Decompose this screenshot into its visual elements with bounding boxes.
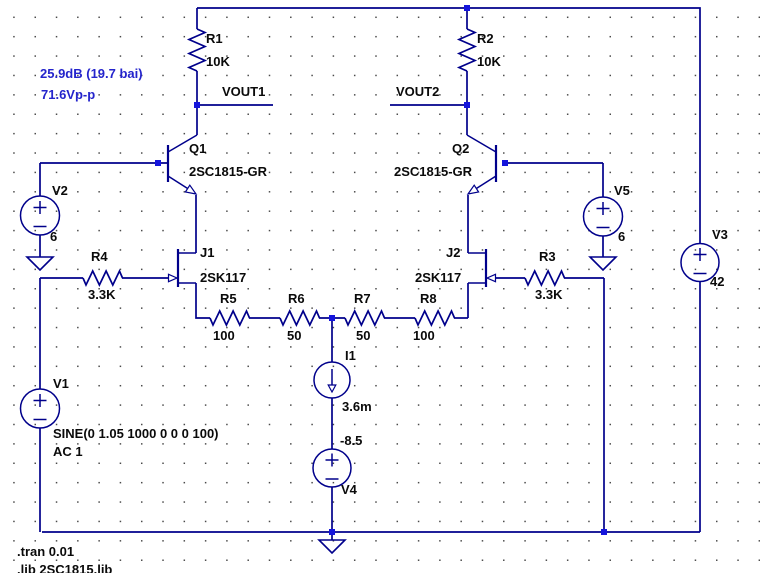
plus-icon (325, 453, 339, 467)
wire-top-rail[interactable] (197, 7, 701, 243)
ground-icon-main[interactable] (317, 539, 347, 555)
r8-value-label[interactable]: 100 (413, 328, 435, 343)
j1-value-label[interactable]: 2SK117 (200, 270, 247, 285)
q1-npn-symbol[interactable] (166, 134, 198, 195)
comment-gain-db[interactable]: 25.9dB (19.7 bai) (40, 66, 143, 81)
r3-name-label[interactable]: R3 (539, 249, 556, 264)
q1-emitter-arrow-icon (184, 184, 198, 195)
v2-value-label[interactable]: 6 (50, 229, 58, 244)
v4-name-label[interactable]: V4 (341, 482, 357, 497)
r2-resistor-symbol[interactable] (456, 28, 478, 72)
ground-icon-v2[interactable] (25, 256, 55, 272)
net-label-vout1[interactable]: VOUT1 (222, 84, 266, 99)
r4-name-label[interactable]: R4 (91, 249, 108, 264)
r2-name-label[interactable]: R2 (477, 31, 494, 46)
v1-sine-label[interactable]: SINE(0 1.05 1000 0 0 0 100) (53, 426, 219, 441)
j1-gate-arrow-icon (167, 273, 179, 283)
r8-resistor-symbol[interactable] (414, 308, 456, 328)
junction-dots (155, 5, 607, 535)
v3-value-label[interactable]: 42 (710, 274, 725, 289)
j1-name-label[interactable]: J1 (200, 245, 215, 260)
net-label-vout2[interactable]: VOUT2 (396, 84, 440, 99)
plus-icon (33, 201, 47, 214)
comment-gain-vpp[interactable]: 71.6Vp-p (41, 87, 96, 102)
v3-voltage-source-symbol[interactable] (680, 242, 720, 283)
r1-name-label[interactable]: R1 (206, 31, 223, 46)
i1-name-label[interactable]: I1 (345, 348, 356, 363)
v2-name-label[interactable]: V2 (52, 183, 68, 198)
r5-value-label[interactable]: 100 (213, 328, 235, 343)
r4-resistor-symbol[interactable] (82, 268, 124, 288)
r7-resistor-symbol[interactable] (344, 308, 386, 328)
r6-name-label[interactable]: R6 (288, 291, 305, 306)
i1-value-label[interactable]: 3.6m (342, 399, 372, 414)
v5-name-label[interactable]: V5 (614, 183, 630, 198)
plus-icon (33, 394, 47, 407)
i1-current-source-symbol[interactable] (313, 361, 351, 399)
v1-name-label[interactable]: V1 (53, 376, 69, 391)
r3-value-label[interactable]: 3.3K (535, 287, 563, 302)
j2-name-label[interactable]: J2 (446, 245, 461, 260)
j2-value-label[interactable]: 2SK117 (415, 270, 462, 285)
r1-resistor-symbol[interactable] (186, 28, 208, 72)
r8-name-label[interactable]: R8 (420, 291, 437, 306)
wire-net[interactable] (39, 7, 701, 540)
current-arrow-icon (327, 384, 337, 394)
q2-value-label[interactable]: 2SC1815-GR (394, 164, 473, 179)
spice-directive-tran[interactable]: .tran 0.01 (17, 544, 75, 559)
q2-npn-symbol[interactable] (466, 134, 498, 195)
v4-voltage-source-symbol[interactable] (312, 448, 352, 488)
v5-voltage-source-symbol[interactable] (582, 196, 624, 237)
spice-directive-lib[interactable]: .lib 2SC1815.lib (17, 562, 113, 573)
r5-name-label[interactable]: R5 (220, 291, 237, 306)
q2-name-label[interactable]: Q2 (452, 141, 470, 156)
q1-value-label[interactable]: 2SC1815-GR (189, 164, 268, 179)
r7-value-label[interactable]: 50 (356, 328, 371, 343)
j2-jfet-symbol[interactable] (468, 249, 497, 287)
v4-value-label[interactable]: -8.5 (340, 433, 363, 448)
v5-value-label[interactable]: 6 (618, 229, 626, 244)
r5-resistor-symbol[interactable] (209, 308, 251, 328)
v1-ac-label[interactable]: AC 1 (53, 444, 83, 459)
v2-voltage-source-symbol[interactable] (19, 195, 61, 236)
ground-icon-v5[interactable] (588, 256, 618, 272)
j1-jfet-symbol[interactable] (167, 249, 197, 287)
v3-name-label[interactable]: V3 (712, 227, 728, 242)
r1-value-label[interactable]: 10K (206, 54, 230, 69)
plus-icon (596, 202, 610, 215)
r6-value-label[interactable]: 50 (287, 328, 302, 343)
r6-resistor-symbol[interactable] (279, 308, 321, 328)
q2-emitter-arrow-icon (466, 184, 480, 195)
wire-j1-source[interactable] (195, 283, 210, 319)
q1-name-label[interactable]: Q1 (189, 141, 207, 156)
r3-resistor-symbol[interactable] (524, 268, 566, 288)
v1-voltage-source-symbol[interactable] (19, 388, 61, 429)
r4-value-label[interactable]: 3.3K (88, 287, 116, 302)
r2-value-label[interactable]: 10K (477, 54, 501, 69)
j2-gate-arrow-icon (485, 273, 497, 283)
r7-name-label[interactable]: R7 (354, 291, 371, 306)
plus-icon (693, 248, 707, 261)
